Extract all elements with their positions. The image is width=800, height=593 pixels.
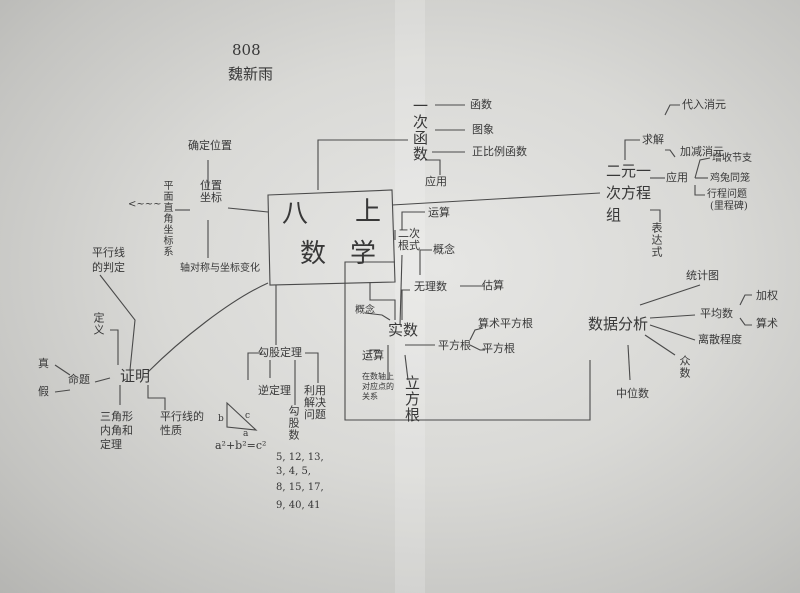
triangle-c: c	[245, 411, 251, 421]
proof-definition: 定义	[92, 312, 105, 336]
rn-cbrt: 立方根	[403, 375, 421, 423]
lf-proportional: 正比例函数	[472, 145, 527, 158]
rn-estimate: 估算	[482, 279, 504, 292]
da-dispersion: 离散程度	[698, 333, 742, 346]
student-name: 魏新雨	[228, 65, 274, 83]
rn-operation: 运算	[362, 349, 384, 362]
proof-parallel-judge: 平行线的判定	[92, 246, 125, 274]
proof-parallel-property: 平行线的性质	[160, 410, 204, 437]
rn-number-line: 在数轴上对应点的关系	[362, 372, 394, 401]
proof-title: 证明	[120, 367, 151, 385]
triple-3: 8, 15, 17,	[276, 482, 324, 493]
center-title-shu: 数	[300, 239, 327, 269]
triangle-a: a	[243, 429, 249, 439]
proof-proposition: 命题	[68, 373, 90, 386]
rn-sqrt2: 平方根	[482, 342, 515, 355]
eq-solve: 求解	[642, 133, 664, 146]
proof-triangle-theorem: 三角形内角和定理	[100, 410, 133, 451]
da-arith: 算术	[756, 317, 778, 330]
center-title-ba: 八	[282, 199, 309, 229]
triple-1: 5, 12, 13,	[276, 452, 324, 463]
paper-highlight	[395, 0, 425, 593]
eq-app-budget: 增收节支	[712, 153, 752, 164]
proof-false: 假	[38, 385, 49, 398]
class-number: 808	[232, 41, 261, 59]
triple-2: 3, 4, 5,	[276, 466, 311, 477]
pythagoras-formula: a²+b²=c²	[215, 439, 267, 452]
da-chart: 统计图	[686, 269, 719, 282]
rn-irrational: 无理数	[414, 280, 447, 293]
eq-app-chicken: 鸡兔同笼	[710, 173, 750, 184]
pythagoras-use: 利用解决问题	[304, 384, 326, 421]
proof-true: 真	[38, 357, 49, 370]
eq-elimination: 加减消元	[680, 145, 724, 158]
rn-arith-sqrt: 算术平方根	[478, 317, 533, 330]
eq-app-travel: 行程问题	[707, 189, 747, 200]
center-title-xue: 学	[350, 239, 377, 269]
rn-concept: 概念	[355, 305, 375, 316]
da-mode: 众数	[678, 355, 691, 379]
triangle-b: b	[218, 414, 224, 424]
eq-substitution: 代入消元	[682, 98, 726, 111]
da-weighted: 加权	[756, 289, 778, 302]
coord-arrow: <~~~	[128, 199, 162, 210]
triple-4: 9, 40, 41	[276, 500, 321, 511]
data-analysis-title: 数据分析	[588, 315, 649, 333]
equations-title: 二元一次方程组	[606, 162, 652, 224]
coord-plane: 平面直角坐标系	[161, 180, 172, 257]
coord-symmetry: 轴对称与坐标变化	[180, 263, 260, 274]
lf-graph: 图象	[472, 123, 494, 136]
real-numbers-title: 实数	[388, 321, 419, 339]
da-mean: 平均数	[700, 307, 733, 320]
eq-application: 应用	[666, 171, 688, 184]
coord-position: 确定位置	[188, 139, 232, 152]
eq-expression: 表达式	[650, 222, 663, 258]
da-median: 中位数	[616, 387, 649, 400]
linear-function-title: 一次函数	[411, 98, 429, 162]
pythagoras-converse: 逆定理	[258, 384, 291, 397]
pythagoras-numbers-title: 勾股数	[287, 405, 300, 441]
lf-application: 应用	[425, 175, 447, 188]
coordinates-title: 位置坐标	[200, 179, 222, 204]
lf-function: 函数	[470, 98, 492, 111]
rn-sqrt: 平方根	[438, 339, 471, 352]
pythagoras-title: 勾股定理	[258, 346, 302, 359]
rn-radical-op: 运算	[428, 206, 450, 219]
center-title-shang: 上	[355, 197, 382, 227]
rn-irr-concept: 概念	[433, 243, 455, 256]
eq-app-milestone: (里程碑)	[710, 201, 748, 212]
rn-radical: 二次根式	[398, 227, 420, 252]
